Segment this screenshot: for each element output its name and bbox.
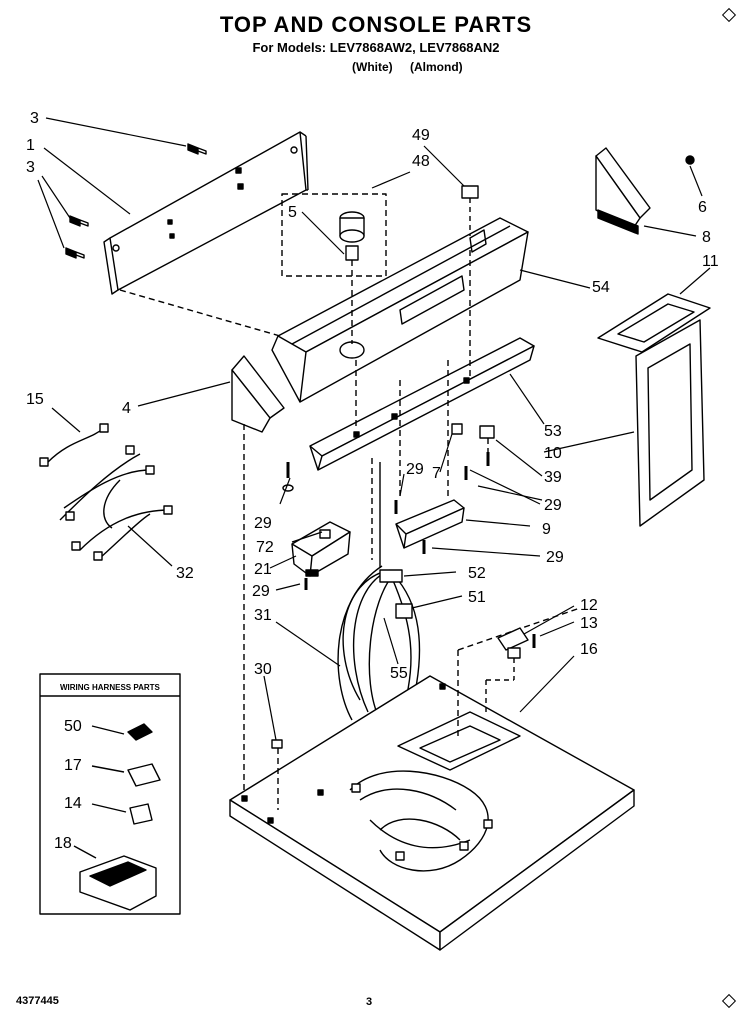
part-label: 1 bbox=[26, 137, 35, 154]
part-label: 55 bbox=[390, 665, 408, 682]
part-number-labels: 3 1 3 49 48 5 6 8 11 54 4 15 53 10 7 29 … bbox=[26, 110, 719, 852]
push-button-part bbox=[461, 185, 479, 236]
part-label: 29 bbox=[254, 515, 272, 532]
part-label: 29 bbox=[406, 461, 424, 478]
part-label: 5 bbox=[288, 204, 297, 221]
end-cap-left bbox=[231, 355, 285, 800]
part-label: 10 bbox=[544, 445, 562, 462]
end-cap-right bbox=[597, 293, 711, 527]
color-legend: (White) (Almond) bbox=[352, 60, 477, 74]
inset-part-label: 50 bbox=[64, 718, 82, 735]
part-label: 51 bbox=[468, 589, 486, 606]
part-label: 54 bbox=[592, 279, 610, 296]
switch-parts bbox=[282, 423, 495, 590]
color-almond: (Almond) bbox=[410, 60, 463, 74]
part-label: 29 bbox=[252, 583, 270, 600]
part-label: 6 bbox=[698, 199, 707, 216]
right-bracket bbox=[595, 147, 695, 235]
console-panel-part bbox=[271, 217, 529, 403]
part-label: 72 bbox=[256, 539, 274, 556]
top-plate-part bbox=[229, 607, 635, 951]
part-label: 16 bbox=[580, 641, 598, 658]
part-label: 30 bbox=[254, 661, 272, 678]
part-label: 31 bbox=[254, 607, 272, 624]
part-label: 12 bbox=[580, 597, 598, 614]
color-white: (White) bbox=[352, 60, 393, 74]
part-label: 13 bbox=[580, 615, 598, 632]
inset-title: WIRING HARNESS PARTS bbox=[60, 683, 161, 692]
part-label: 11 bbox=[702, 253, 719, 270]
part-label: 3 bbox=[30, 110, 39, 127]
control-bracket bbox=[309, 337, 535, 471]
part-label: 48 bbox=[412, 153, 430, 170]
part-label: 49 bbox=[412, 127, 430, 144]
page-title: TOP AND CONSOLE PARTS bbox=[219, 12, 533, 37]
part-label: 3 bbox=[26, 159, 35, 176]
part-label: 4 bbox=[122, 400, 131, 417]
part-label: 52 bbox=[468, 565, 486, 582]
part-label: 9 bbox=[542, 521, 551, 538]
wiring-harness-inset bbox=[39, 673, 181, 915]
inset-part-label: 17 bbox=[64, 757, 82, 774]
document-number: 4377445 bbox=[16, 995, 59, 1007]
control-board-part bbox=[395, 499, 465, 549]
part-label: 39 bbox=[544, 469, 562, 486]
part-label: 29 bbox=[544, 497, 562, 514]
part-label: 7 bbox=[432, 465, 441, 482]
inset-part-label: 18 bbox=[54, 835, 72, 852]
rear-panel-part bbox=[103, 131, 309, 295]
part-label: 15 bbox=[26, 391, 44, 408]
part-label: 8 bbox=[702, 229, 711, 246]
timer-knob-group bbox=[281, 193, 387, 344]
part-label: 32 bbox=[176, 565, 194, 582]
part-label: 53 bbox=[544, 423, 562, 440]
part-label: 21 bbox=[254, 561, 272, 578]
inset-part-label: 14 bbox=[64, 795, 82, 812]
part-label: 29 bbox=[546, 549, 564, 566]
assembly-guide-lines bbox=[119, 250, 489, 500]
models-line: For Models: LEV7868AW2, LEV7868AN2 bbox=[252, 40, 500, 55]
left-harness bbox=[39, 423, 173, 561]
timer-part bbox=[291, 521, 351, 577]
leader-lines bbox=[37, 117, 711, 741]
page-number: 3 bbox=[366, 996, 373, 1008]
panel-screws bbox=[65, 143, 207, 259]
latch-part bbox=[485, 627, 536, 712]
